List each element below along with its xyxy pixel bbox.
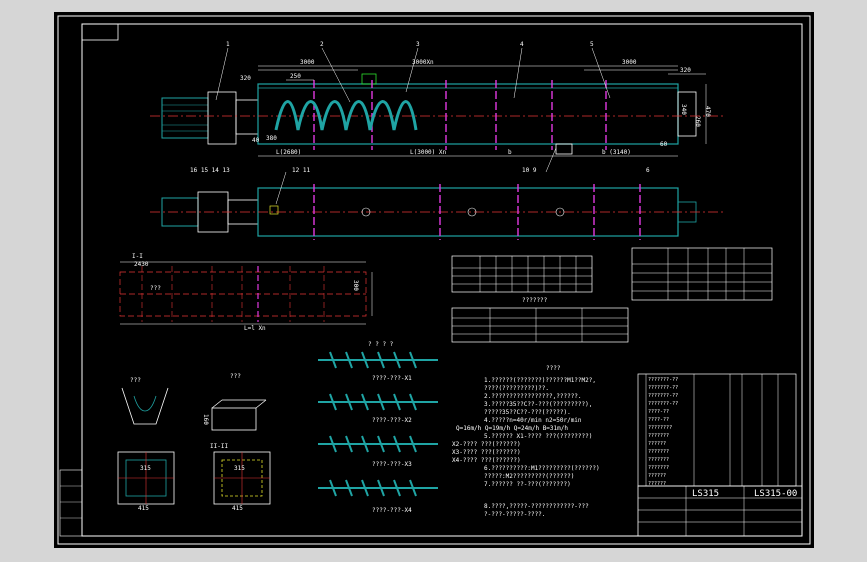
dim-d4: 250 xyxy=(290,73,301,80)
dim-d2: 3000Xn xyxy=(412,59,434,66)
part-row: ??????? xyxy=(648,457,669,463)
callout-2: 2 xyxy=(320,41,324,48)
dim-d11: b xyxy=(508,149,512,156)
callout-6: 6 xyxy=(646,167,650,174)
dim-d19: 470 xyxy=(704,106,711,117)
dim-d21: 160 xyxy=(202,414,209,425)
part-row: ?????? xyxy=(648,481,666,487)
dim-d6: 320 xyxy=(680,67,691,74)
screw-flights xyxy=(318,351,438,497)
section-aa: I-I xyxy=(132,253,143,260)
cad-viewport[interactable]: 3000 3000Xn 3000 250 320 320 340 380 L(2… xyxy=(54,12,814,548)
part-row: ????-?? xyxy=(648,417,669,423)
note-line: Q=16m/h Q=19m/h Q=24m/h B=31m/h xyxy=(456,425,568,432)
outer-border xyxy=(57,15,811,545)
spec-table-3 xyxy=(631,247,773,301)
dim-d10: L(3000) Xn xyxy=(410,149,447,156)
cross-label-2: ??? xyxy=(230,373,241,380)
note-line: X2-???? ???(??????) xyxy=(452,441,521,448)
flight-label-2: ????-???-X2 xyxy=(372,417,412,424)
dim-d9: L(2680) xyxy=(276,149,301,156)
motor xyxy=(161,97,209,139)
spec-table-1 xyxy=(451,255,593,293)
section-bb: II-II xyxy=(210,443,228,450)
flight-label-1: ????-???-X1 xyxy=(372,375,412,382)
title-block xyxy=(637,485,803,537)
callout-10-9: 10 9 xyxy=(522,167,537,174)
dim-d1: 3000 xyxy=(300,59,315,66)
dim-d16: 315 xyxy=(140,465,151,472)
callout-16-13: 16 15 14 13 xyxy=(190,167,230,174)
note-line: ?????35??C??-???(?????). xyxy=(484,409,571,416)
table-title: ??????? xyxy=(522,297,548,304)
note-line: 8.????,?????-????????????-??? xyxy=(484,503,589,510)
foundation-layout xyxy=(119,261,373,325)
note-line: 2.?????????????????,??????. xyxy=(484,393,582,400)
dim-d17: 415 xyxy=(232,505,243,512)
left-revision-strip xyxy=(59,469,83,537)
callout-5: 5 xyxy=(590,41,594,48)
parts-list-text: ???????-?? ???????-?? ???????-?? ???????… xyxy=(648,377,678,487)
spec-table-2 xyxy=(451,307,629,343)
dim-d5: 320 xyxy=(240,75,251,82)
gearbox xyxy=(207,91,237,145)
flight-label-3: ????-???-X3 xyxy=(372,461,412,468)
callout-1: 1 xyxy=(226,41,230,48)
support-parts xyxy=(117,387,271,505)
part-row: ??????? xyxy=(648,449,669,455)
callout-3: 3 xyxy=(416,41,420,48)
note-line: 7.?????? ??-???(???????) xyxy=(484,481,571,488)
note-line: ?????:M2?????????(??????) xyxy=(484,473,574,480)
callout-12-11: 12 11 xyxy=(292,167,310,174)
part-row: ?????? xyxy=(648,441,666,447)
note-line: 3.?????35??C??-???(?????????), xyxy=(484,401,592,408)
notes-block: 1.??????(???????)??????M1??M2?, ????(???… xyxy=(452,377,600,518)
cross-label-1: ??? xyxy=(130,377,141,384)
corner-box xyxy=(81,23,119,41)
note-line: X3-???? ???(??????) xyxy=(452,449,521,456)
screw-flight xyxy=(274,100,418,131)
part-row: ???????? xyxy=(648,425,672,431)
part-row: ???????-?? xyxy=(648,401,678,407)
dim-d22: 60 xyxy=(660,141,668,148)
dim-d14: 2430 xyxy=(134,261,149,268)
note-line: ????(?????????)??. xyxy=(484,385,549,392)
dim-d20: 260 xyxy=(694,116,701,127)
callout-4: 4 xyxy=(520,41,524,48)
dim-d12: b (3140) xyxy=(602,149,631,156)
inner-border xyxy=(81,23,803,537)
part-row: ???????-?? xyxy=(648,393,678,399)
dim-d18: 315 xyxy=(234,465,245,472)
part-row: ???????-?? xyxy=(648,385,678,391)
note-line: 5.?????? X1-???? ???(????????) xyxy=(484,433,592,440)
dim-d13: 300 xyxy=(352,280,359,291)
note-line: 1.??????(???????)??????M1??M2?, xyxy=(484,377,596,384)
dim-d15: 415 xyxy=(138,505,149,512)
notes-title: ???? xyxy=(546,365,561,372)
dim-d8: 380 xyxy=(266,135,277,142)
part-row: ??????? xyxy=(648,433,669,439)
title-number: LS315 xyxy=(692,489,719,499)
part-row: ??????? xyxy=(648,465,669,471)
flight-header-1: ? ? ? ? xyxy=(368,341,394,348)
dim-d24: L=l Xn xyxy=(244,325,266,332)
note-line: ?-???-?????-????. xyxy=(484,511,545,518)
note-line: 4.?????n=40r/min n2=50r/min xyxy=(484,417,582,424)
trough xyxy=(257,83,679,145)
engineering-drawing: 3000 3000Xn 3000 250 320 320 340 380 L(2… xyxy=(57,15,811,545)
note-line: 6.??????????:M1?????????(??????) xyxy=(484,465,600,472)
dim-d3: 3000 xyxy=(622,59,637,66)
dim-d7: 340 xyxy=(680,104,687,115)
plan-view xyxy=(150,147,724,240)
elevation-view xyxy=(150,47,724,157)
cross-label-3: ??? xyxy=(150,285,161,292)
part-row: ???????-?? xyxy=(648,377,678,383)
part-row: ?????? xyxy=(648,473,666,479)
dim-d23: 40 xyxy=(252,137,260,144)
drawing-number: LS315-00 xyxy=(754,489,797,499)
part-row: ????-?? xyxy=(648,409,669,415)
flight-label-4: ????-???-X4 xyxy=(372,507,412,514)
note-line: X4-???? ???(??????) xyxy=(452,457,521,464)
